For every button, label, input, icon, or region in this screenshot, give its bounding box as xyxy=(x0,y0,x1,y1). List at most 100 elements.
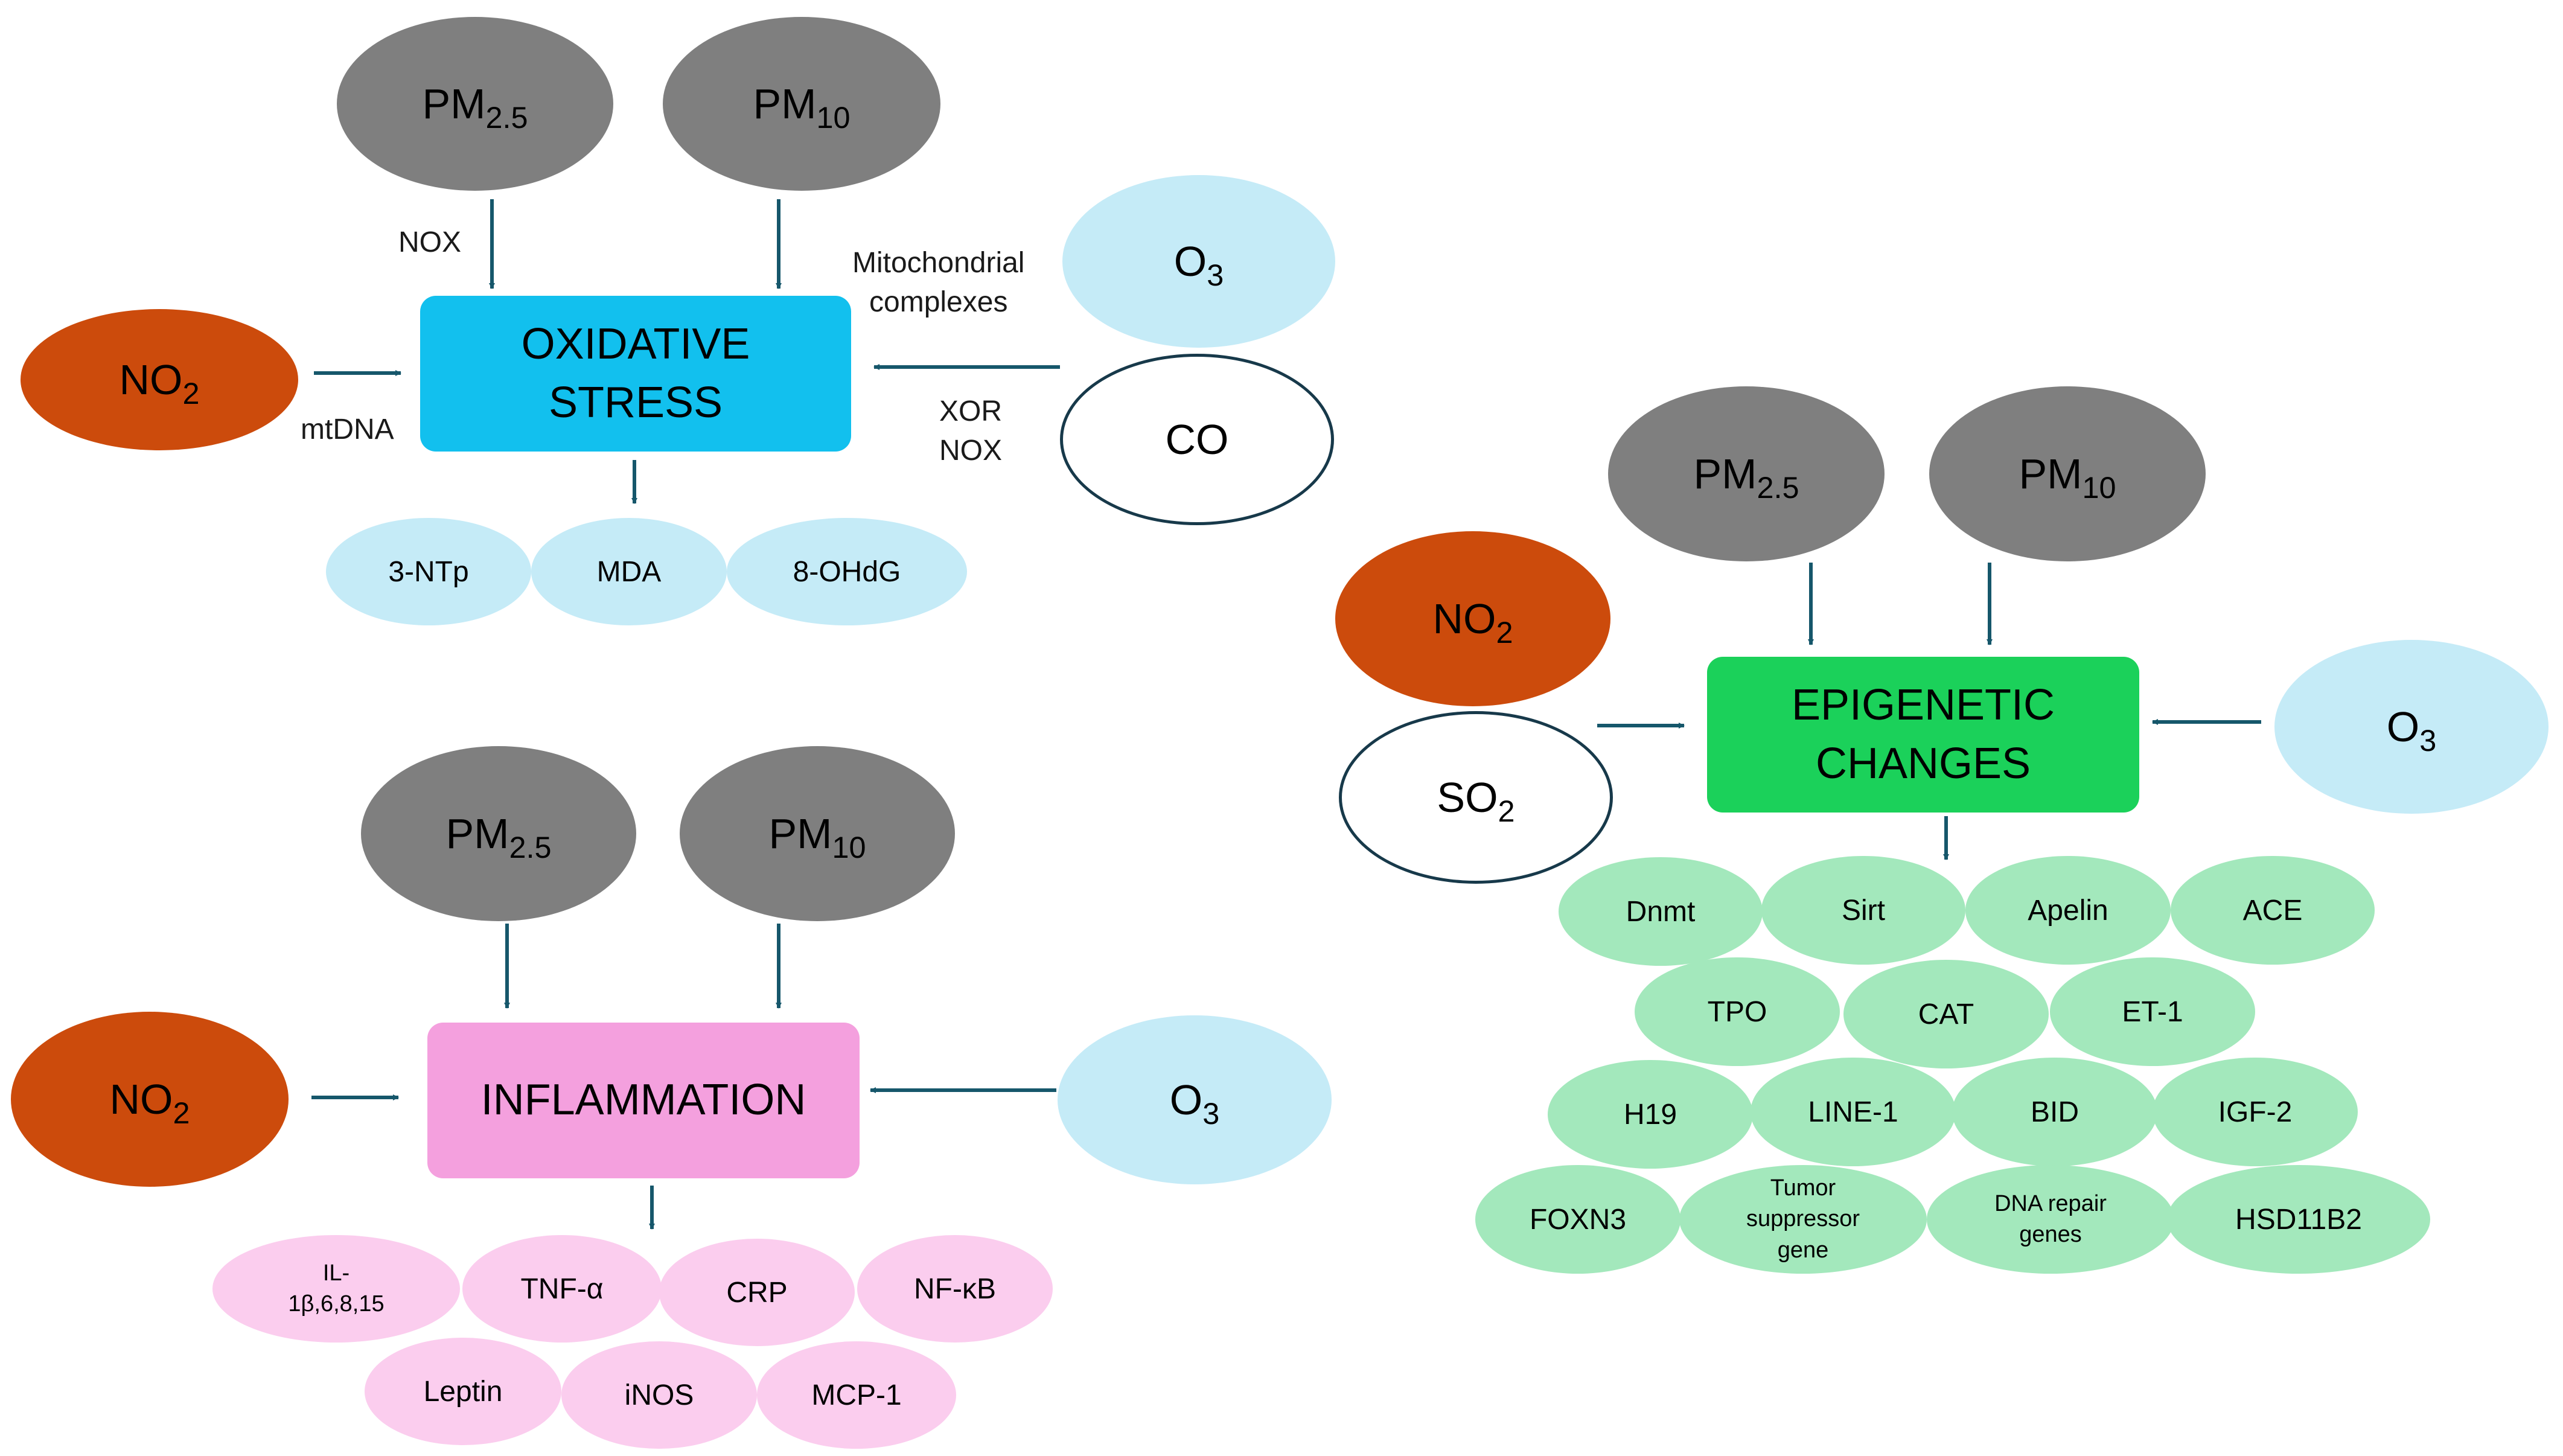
epi-marker-apelin-label: Apelin xyxy=(2028,894,2108,927)
inf-no2-node: NO2 xyxy=(11,1012,289,1187)
ox-pm25-label: PM2.5 xyxy=(422,80,528,135)
inf-marker-crp: CRP xyxy=(659,1239,855,1346)
epi-marker-et1-label: ET-1 xyxy=(2122,995,2183,1028)
ox-marker-3ntp: 3-NTp xyxy=(326,518,531,625)
inf-o3-node: O3 xyxy=(1058,1015,1332,1184)
mito-line1: Mitochondrial xyxy=(852,247,1025,279)
epi-pm10-node: PM10 xyxy=(1929,386,2206,561)
epi-pm10-label: PM10 xyxy=(2019,450,2116,505)
epi-so2-node: SO2 xyxy=(1339,711,1613,884)
inf-marker-il-line1: IL- xyxy=(322,1260,350,1286)
epi-marker-tumor-line1: Tumor xyxy=(1770,1175,1836,1201)
inflammation-box: INFLAMMATION xyxy=(427,1023,860,1178)
inf-marker-nfkb-label: NF-κB xyxy=(914,1272,996,1305)
ox-no2-node: NO2 xyxy=(21,309,298,450)
ox-pm10-label: PM10 xyxy=(753,80,851,135)
epi-marker-line1-label: LINE-1 xyxy=(1808,1096,1898,1128)
epi-so2-label: SO2 xyxy=(1437,774,1515,829)
epi-marker-tumor-line3: gene xyxy=(1777,1237,1829,1263)
epi-marker-foxn3: FOXN3 xyxy=(1475,1165,1680,1274)
epi-marker-dna-repair-line2: genes xyxy=(2019,1222,2082,1247)
inf-marker-nfkb: NF-κB xyxy=(857,1235,1053,1343)
inf-marker-leptin-label: Leptin xyxy=(423,1375,503,1408)
inf-pm25-label: PM2.5 xyxy=(445,810,552,865)
mito-line2: complexes xyxy=(869,286,1008,318)
epigenetic-changes-box: EPIGENETIC CHANGES xyxy=(1707,657,2139,813)
epi-marker-tumor-suppressor: Tumor suppressor gene xyxy=(1679,1165,1927,1274)
inflammation-title: INFLAMMATION xyxy=(480,1076,806,1125)
ox-o3-label: O3 xyxy=(1173,238,1224,293)
ox-marker-mda-label: MDA xyxy=(596,555,662,588)
epi-marker-dna-repair-line1: DNA repair xyxy=(1994,1190,2107,1216)
inf-pm10-node: PM10 xyxy=(680,746,955,921)
ox-marker-8ohdg-label: 8-OHdG xyxy=(793,555,901,588)
epi-marker-tpo-label: TPO xyxy=(1707,995,1767,1028)
epi-marker-tpo: TPO xyxy=(1635,957,1840,1066)
ox-pm10-node: PM10 xyxy=(663,17,940,191)
epi-no2-node: NO2 xyxy=(1335,531,1610,706)
mitochondrial-complexes-label: Mitochondrial complexes xyxy=(852,244,1024,322)
epi-pm25-node: PM2.5 xyxy=(1608,386,1885,561)
ox-no2-label: NO2 xyxy=(119,356,200,411)
epi-marker-ace-label: ACE xyxy=(2242,894,2303,927)
inf-marker-mcp1: MCP-1 xyxy=(757,1341,956,1449)
ox-marker-3ntp-label: 3-NTp xyxy=(388,555,469,588)
inf-marker-tnf: TNF-α xyxy=(462,1235,662,1343)
epigenetic-title-line2: CHANGES xyxy=(1815,739,2031,788)
ox-pm25-node: PM2.5 xyxy=(337,17,613,191)
inf-no2-label: NO2 xyxy=(109,1076,190,1131)
epi-marker-hsd11b2: HSD11B2 xyxy=(2167,1165,2430,1274)
inf-marker-inos-label: iNOS xyxy=(624,1379,694,1411)
ox-co-label: CO xyxy=(1165,416,1229,463)
xor-line: XOR xyxy=(939,395,1003,427)
epi-marker-tumor-line2: suppressor xyxy=(1746,1206,1860,1232)
epi-no2-label: NO2 xyxy=(1432,595,1513,650)
epi-marker-h19-label: H19 xyxy=(1623,1098,1677,1131)
mtdna-label: mtDNA xyxy=(301,413,394,445)
epi-o3-label: O3 xyxy=(2386,703,2437,758)
epi-marker-igf2: IGF-2 xyxy=(2153,1058,2358,1166)
inf-marker-il: IL- 1β,6,8,15 xyxy=(212,1235,460,1343)
epi-marker-igf2-label: IGF-2 xyxy=(2218,1096,2293,1128)
inf-pm10-label: PM10 xyxy=(768,810,866,865)
epi-marker-sirt: Sirt xyxy=(1761,856,1965,965)
epi-o3-node: O3 xyxy=(2274,640,2549,814)
epi-marker-bid: BID xyxy=(1952,1058,2157,1166)
epi-marker-cat: CAT xyxy=(1843,960,2049,1068)
inf-marker-inos: iNOS xyxy=(561,1341,757,1449)
ox-marker-8ohdg: 8-OHdG xyxy=(727,518,967,625)
epi-marker-apelin: Apelin xyxy=(1965,856,2171,965)
epi-pm25-label: PM2.5 xyxy=(1693,450,1799,505)
oxidative-stress-title-line1: OXIDATIVE xyxy=(521,319,750,368)
epi-marker-bid-label: BID xyxy=(2030,1096,2079,1128)
xor-nox-label: XOR NOX xyxy=(939,392,1002,471)
epi-marker-ace: ACE xyxy=(2171,856,2375,965)
epi-marker-et1: ET-1 xyxy=(2050,957,2255,1066)
nox-label: NOX xyxy=(398,226,462,258)
epi-marker-h19: H19 xyxy=(1548,1060,1753,1169)
inf-marker-tnf-label: TNF-α xyxy=(520,1272,604,1305)
inf-o3-label: O3 xyxy=(1169,1076,1220,1131)
epi-marker-foxn3-label: FOXN3 xyxy=(1529,1203,1627,1236)
oxidative-stress-box: OXIDATIVE STRESS xyxy=(420,296,851,452)
inf-marker-mcp1-label: MCP-1 xyxy=(811,1379,902,1411)
inf-pm25-node: PM2.5 xyxy=(361,746,636,921)
nox-line: NOX xyxy=(939,434,1003,467)
epi-marker-dnmt-label: Dnmt xyxy=(1626,895,1696,928)
epi-marker-dnmt: Dnmt xyxy=(1559,857,1763,966)
oxidative-stress-title-line2: STRESS xyxy=(548,378,723,427)
epi-marker-dna-repair: DNA repair genes xyxy=(1927,1165,2174,1274)
epi-marker-cat-label: CAT xyxy=(1918,998,1974,1030)
inf-marker-leptin: Leptin xyxy=(365,1338,561,1445)
epi-marker-line1: LINE-1 xyxy=(1751,1058,1956,1166)
ox-marker-mda: MDA xyxy=(531,518,727,625)
epigenetic-title-line1: EPIGENETIC xyxy=(1791,680,2055,729)
inf-marker-il-line2: 1β,6,8,15 xyxy=(288,1291,385,1317)
ox-co-node: CO xyxy=(1060,354,1334,525)
epi-marker-hsd11b2-label: HSD11B2 xyxy=(2235,1203,2362,1236)
inf-marker-crp-label: CRP xyxy=(726,1276,788,1309)
epi-marker-sirt-label: Sirt xyxy=(1842,894,1885,927)
ox-o3-node: O3 xyxy=(1062,175,1335,348)
